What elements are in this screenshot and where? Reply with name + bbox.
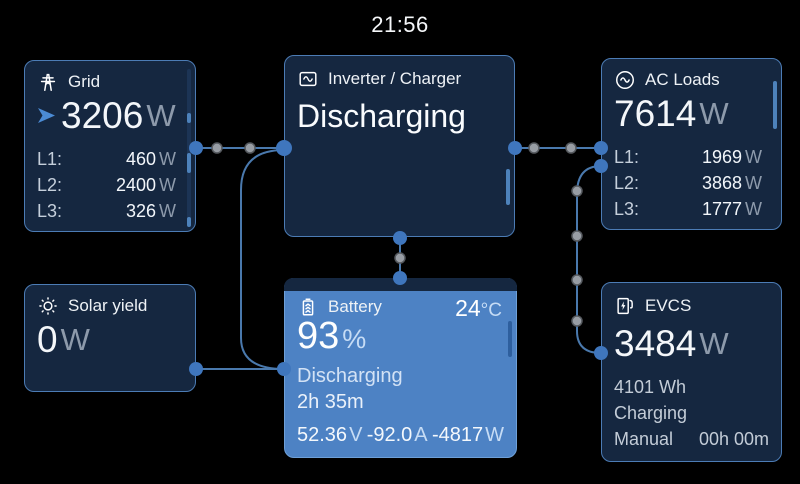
solar-title: Solar yield <box>68 296 148 315</box>
evcs-info: 4101 Wh Charging Manual 00h 00m <box>614 374 769 452</box>
solar-tile[interactable]: Solar yield 0 W <box>24 284 196 392</box>
grid-scrollbar-thumb[interactable] <box>187 153 191 173</box>
battery-title: Battery <box>328 297 382 316</box>
inverter-title: Inverter / Charger <box>328 69 462 88</box>
battery-tile[interactable]: Battery 24°C 93 % Discharging 2h 35m 52.… <box>284 278 517 458</box>
grid-scrollbar-thumb[interactable] <box>187 217 191 227</box>
inverter-header: Inverter / Charger <box>297 68 502 90</box>
evcs-tile[interactable]: EVCS 3484 W 4101 Wh Charging Manual 00h … <box>601 282 782 462</box>
ac-loads-phases: L1: 1969 W L2: 3868 W L3: 1777 W <box>614 144 762 222</box>
evcs-icon <box>614 295 636 317</box>
flow-line-acloads-evcs <box>576 165 602 354</box>
battery-header: Battery <box>297 296 504 318</box>
inverter-scrollbar-thumb[interactable] <box>506 169 510 205</box>
evcs-power: 3484 W <box>614 323 729 364</box>
grid-header: Grid <box>37 71 183 93</box>
flow-line-grid-battery-branch <box>240 149 285 370</box>
inverter-tile[interactable]: Inverter / Charger Discharging <box>284 55 515 237</box>
battery-time-remaining: 2h 35m <box>297 391 364 413</box>
grid-title: Grid <box>68 72 101 91</box>
ac-loads-tile[interactable]: AC Loads 7614 W L1: 1969 W L2: 3868 W L3… <box>601 58 782 230</box>
grid-tile[interactable]: Grid 3206 W L1: 460 W L2: 2400 W L3: 326 <box>24 60 196 232</box>
battery-top-strip <box>284 278 517 291</box>
ac-loads-scrollbar-thumb[interactable] <box>773 81 777 129</box>
battery-temperature: 24°C <box>455 295 502 321</box>
evcs-status: Charging <box>614 403 688 423</box>
grid-phases: L1: 460 W L2: 2400 W L3: 326 W <box>37 146 176 224</box>
grid-phase-l2: L2: 2400 W <box>37 175 176 195</box>
grid-scrollbar-track <box>187 69 191 223</box>
evcs-title: EVCS <box>645 296 692 315</box>
clock: 21:56 <box>371 12 429 37</box>
evcs-mode-row: Manual 00h 00m <box>614 426 769 452</box>
pylon-icon <box>37 71 59 93</box>
grid-flow-arrow-icon <box>37 105 57 126</box>
inverter-state: Discharging <box>297 98 466 134</box>
battery-soc: 93 % <box>297 315 367 357</box>
ac-loads-power: 7614 W <box>614 93 729 134</box>
inverter-icon <box>297 68 319 90</box>
battery-state: Discharging <box>297 365 403 387</box>
grid-scrollbar-thumb[interactable] <box>187 113 191 123</box>
evcs-mode: Manual <box>614 429 674 449</box>
solar-header: Solar yield <box>37 295 183 317</box>
ac-loads-phase-l2: L2: 3868 W <box>614 173 762 193</box>
ac-loads-phase-l1: L1: 1969 W <box>614 147 762 167</box>
sun-icon <box>37 295 59 317</box>
grid-phase-l1: L1: 460 W <box>37 149 176 169</box>
battery-icon <box>297 296 319 318</box>
ac-loads-header: AC Loads <box>614 69 769 91</box>
grid-phase-l3: L3: 326 W <box>37 201 176 221</box>
grid-power: 3206 W <box>37 97 176 134</box>
ac-loads-title: AC Loads <box>645 70 720 89</box>
battery-scrollbar-thumb[interactable] <box>508 321 512 357</box>
ac-loads-icon <box>614 69 636 91</box>
ac-loads-phase-l3: L3: 1777 W <box>614 199 762 219</box>
evcs-session-time: 00h 00m <box>698 429 769 449</box>
evcs-header: EVCS <box>614 295 769 317</box>
evcs-energy: 4101 Wh <box>614 377 687 397</box>
solar-power: 0 W <box>37 319 90 360</box>
